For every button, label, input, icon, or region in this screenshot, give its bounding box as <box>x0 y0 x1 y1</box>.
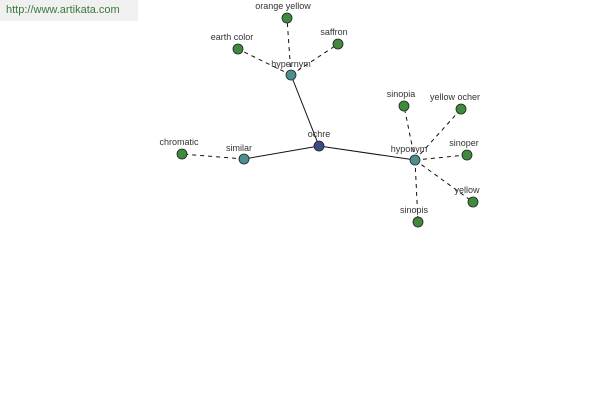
relation-node-dot[interactable] <box>409 154 421 166</box>
word-node-dot[interactable] <box>467 196 479 208</box>
edge-similar-chromatic <box>181 153 245 160</box>
word-node-dot[interactable] <box>281 12 293 24</box>
edge-hyponym-sinopis <box>414 159 419 223</box>
node-earth-color[interactable]: earth color <box>211 32 254 55</box>
word-node-dot[interactable] <box>398 100 410 112</box>
node-label-sinopia: sinopia <box>387 89 416 99</box>
node-label-sinoper: sinoper <box>449 138 479 148</box>
node-label-hyponym: hyponym <box>391 144 428 154</box>
edge-hyponym-sinoper <box>414 154 468 161</box>
edge-hypernym-saffron <box>290 43 339 76</box>
word-node-dot[interactable] <box>232 43 244 55</box>
edges-layer <box>181 17 474 223</box>
relation-node-dot[interactable] <box>238 153 250 165</box>
node-yellow[interactable]: yellow <box>454 185 480 208</box>
node-label-hypernym: hypernym <box>271 59 311 69</box>
node-label-yellow: yellow <box>454 185 480 195</box>
word-node-dot[interactable] <box>412 216 424 228</box>
node-label-sinopis: sinopis <box>400 205 429 215</box>
edge-hyponym-sinopia <box>403 105 416 161</box>
word-node-dot[interactable] <box>176 148 188 160</box>
node-hyponym[interactable]: hyponym <box>391 144 428 166</box>
node-yellow-ocher[interactable]: yellow ocher <box>430 92 480 115</box>
node-chromatic[interactable]: chromatic <box>159 137 199 160</box>
nodes-layer: orange yellow earth color saffron sinopia ye… <box>159 1 480 228</box>
node-label-orange-yellow: orange yellow <box>255 1 311 11</box>
edge-hyponym-yellow-ocher <box>414 108 462 161</box>
node-sinopia[interactable]: sinopia <box>387 89 416 112</box>
edge-hypernym-orange-yellow <box>286 17 292 76</box>
node-hypernym[interactable]: hypernym <box>271 59 311 81</box>
center-node-dot[interactable] <box>313 140 325 152</box>
node-sinoper[interactable]: sinoper <box>449 138 479 161</box>
word-node-dot[interactable] <box>332 38 344 50</box>
edge-hypernym-earth-color <box>237 48 292 76</box>
node-label-ochre: ochre <box>308 129 331 139</box>
node-orange-yellow[interactable]: orange yellow <box>255 1 311 24</box>
edge-ochre-hypernym <box>290 74 320 147</box>
relation-node-dot[interactable] <box>285 69 297 81</box>
node-ochre[interactable]: ochre <box>308 129 331 152</box>
edge-hyponym-yellow <box>414 159 474 203</box>
node-saffron[interactable]: saffron <box>320 27 348 50</box>
node-similar[interactable]: similar <box>226 143 252 165</box>
node-label-earth-color: earth color <box>211 32 254 42</box>
word-node-dot[interactable] <box>455 103 467 115</box>
site-url[interactable]: http://www.artikata.com <box>0 0 138 21</box>
node-label-saffron: saffron <box>320 27 347 37</box>
word-node-dot[interactable] <box>461 149 473 161</box>
edge-ochre-similar <box>243 145 320 160</box>
node-label-chromatic: chromatic <box>159 137 199 147</box>
node-label-similar: similar <box>226 143 252 153</box>
node-label-yellow-ocher: yellow ocher <box>430 92 480 102</box>
edge-ochre-hyponym <box>318 145 416 161</box>
node-sinopis[interactable]: sinopis <box>400 205 429 228</box>
